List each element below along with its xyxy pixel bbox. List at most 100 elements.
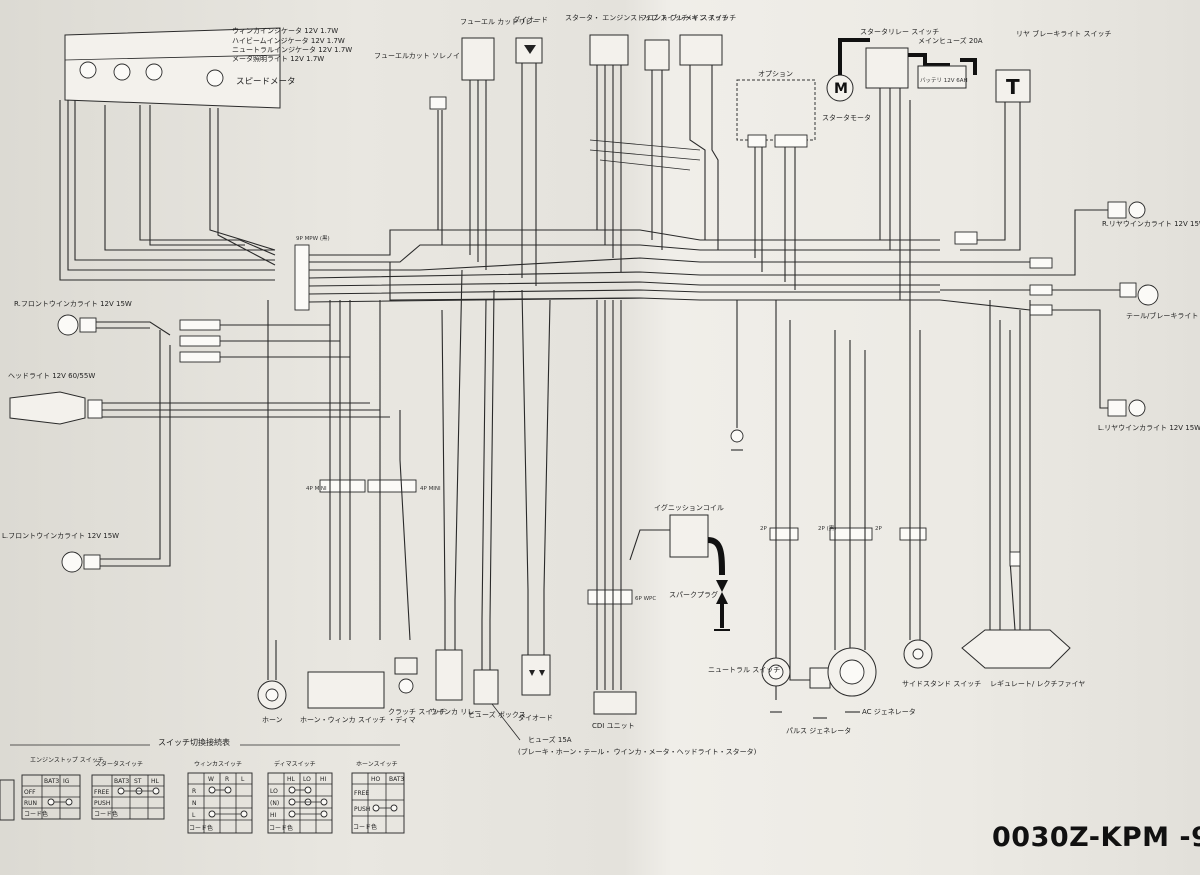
meter-light-label: メータ照明ライト 12V 1.7W	[232, 54, 324, 63]
regulator-rectifier	[961, 300, 1071, 669]
dimmer-col-2: LO	[303, 776, 311, 783]
starter-engine-stop-label: スタータ・ エンジンストップ スイッチ	[565, 13, 688, 22]
r-rear-winker-lamp	[1107, 201, 1146, 219]
horn-col-2: BAT3	[389, 776, 404, 783]
highbeam-indicator-label: ハイビームインジケータ 12V 1.7W	[232, 36, 345, 45]
starter-relay	[865, 47, 977, 320]
main-switch	[679, 34, 723, 250]
svg-text:M: M	[834, 81, 848, 97]
fuse-note-leader	[491, 703, 521, 741]
switch-table-engine-stop: エンジンストップ スイッチ BAT3 IG OFF RUN コード色	[21, 757, 104, 820]
horn-table-name: ホーンスイッチ	[356, 761, 398, 768]
main-9p-connector-label: 9P MPW (黒)	[296, 235, 330, 242]
winker-connectors-front	[179, 319, 350, 363]
starter-row-1: FREE	[94, 789, 109, 796]
tail-brake-lamp	[1119, 282, 1159, 306]
diode-top	[515, 37, 543, 286]
ac-generator	[827, 647, 877, 713]
engine-stop-row-3: コード色	[24, 810, 48, 818]
r-front-winker-lamp	[57, 314, 171, 336]
diode-top-label: ダイオード	[513, 15, 548, 24]
horn-label: ホーン	[262, 716, 283, 724]
headlight-label: ヘッドライト 12V 60/55W	[8, 372, 95, 380]
neutral-switch	[761, 657, 791, 713]
diode-bottom	[521, 289, 551, 696]
engine-stop-row-2: RUN	[24, 800, 37, 807]
starter-motor: M	[826, 38, 870, 102]
horn-row-1: FREE	[354, 790, 369, 797]
regulator-rectifier-label: レギュレート/ レクチファイヤ	[990, 680, 1085, 688]
switch-table-starter: スタータスイッチ BAT3 ST HL FREE PUSH コード色	[91, 760, 165, 820]
svg-text:T: T	[1006, 75, 1020, 99]
cdi-unit-label: CDI ユニット	[592, 722, 635, 730]
mini-4p-connectors	[319, 300, 417, 641]
starter-col-2: ST	[134, 778, 142, 785]
dimmer-row-2: (N)	[270, 800, 279, 807]
l-rear-winker-lamp	[1107, 399, 1146, 417]
horn-winker-dimmer-switch	[307, 671, 385, 709]
horn-col-1: HO	[371, 776, 381, 783]
dimmer-col-3: HI	[320, 776, 327, 783]
switch-table-title: スイッチ切換接続表	[158, 737, 230, 747]
winker-indicator-label: ウィンカインジケータ 12V 1.7W	[232, 26, 338, 35]
r-rear-winker-label: R.リヤウインカライト 12V 15W	[1102, 220, 1200, 228]
rear-connectors	[939, 209, 1120, 409]
battery-label: バッテリ 12V 6AH	[920, 77, 968, 84]
l-front-winker-label: L.フロントウインカライト 12V 15W	[2, 532, 119, 540]
horn-row-3: コード色	[353, 823, 377, 831]
dimmer-row-4: コード色	[269, 824, 293, 832]
starter-engine-stop-switch	[589, 34, 629, 272]
ignition-coil	[629, 514, 725, 576]
starter-table-name: スタータスイッチ	[95, 760, 143, 768]
switch-table-partial	[0, 779, 15, 821]
mini-4p-right-label: 4P MINI	[420, 486, 441, 492]
winker-row-4: コード色	[189, 824, 213, 832]
fuel-cut-relay	[461, 37, 495, 270]
dimmer-row-3: HI	[270, 812, 277, 819]
fuel-cut-relay-label: フューエル カットリレー	[460, 18, 539, 26]
speedometer-block	[64, 27, 281, 109]
winker-relay-label: ウインカ リレー	[430, 708, 481, 716]
switch-table-dimmer: ディマスイッチ HL LO HI LO (N) HI コード色	[267, 760, 333, 834]
tail-brake-label: テール/ブレーキライト 12V 5/21W	[1126, 311, 1200, 320]
dimmer-row-1: LO	[270, 788, 278, 795]
starter-col-1: BAT3	[114, 778, 129, 785]
winker-relay	[435, 269, 463, 701]
p2-neutral-label: 2P	[760, 526, 767, 532]
option-block	[736, 79, 816, 290]
engine-stop-row-1: OFF	[24, 789, 36, 796]
front-brake-switch-label: フロント ブレーキ スイッチ	[640, 13, 728, 22]
battery	[917, 65, 967, 89]
fuse-box-label: ヒューズ ボックス	[468, 710, 526, 719]
speedometer-wires	[59, 100, 276, 281]
dimmer-col-1: HL	[287, 776, 296, 783]
ac-generator-label: AC ジェネレータ	[862, 707, 916, 716]
main-harness-trunk	[308, 229, 940, 303]
ignition-coil-label: イグニッションコイル	[654, 503, 724, 512]
starter-col-3: HL	[151, 778, 160, 785]
horn-row-2: PUSH	[354, 806, 370, 813]
wpc-6p-connector	[587, 300, 633, 690]
switch-table-winker: ウィンカスイッチ W R L R N L コード色	[187, 760, 253, 834]
diode-bottom-label: ダイオード	[518, 713, 553, 722]
l-rear-winker-label: L.リヤウインカライト 12V 15W	[1098, 424, 1200, 432]
winker-col-3: L	[241, 776, 245, 783]
dimmer-table-name: ディマスイッチ	[274, 760, 316, 768]
spark-plug-label: スパークプラグ	[669, 590, 718, 599]
cdi-unit	[593, 691, 637, 715]
pulse-generator-label: パルス ジェネレータ	[786, 726, 851, 735]
starter-row-2: PUSH	[94, 800, 110, 807]
mini-4p-left-label: 4P MINI	[306, 486, 327, 492]
main-fuse-label: メインヒューズ 20A	[918, 36, 983, 45]
main-9p-connector	[294, 244, 310, 311]
winker-row-1: R	[192, 788, 196, 795]
option-label: オプション	[758, 70, 793, 78]
spark-plug	[714, 580, 730, 631]
option-lamp-ground	[730, 300, 744, 451]
fuse-note-body: (ブレーキ・ホーン・テール・ ウインカ・メータ・ヘッドライト・スタータ)	[518, 747, 757, 756]
clutch-switch	[394, 657, 418, 694]
winker-row-2: N	[192, 800, 197, 807]
speedometer-label: スピードメータ	[236, 77, 296, 87]
fuel-cut-solenoid	[429, 96, 447, 245]
